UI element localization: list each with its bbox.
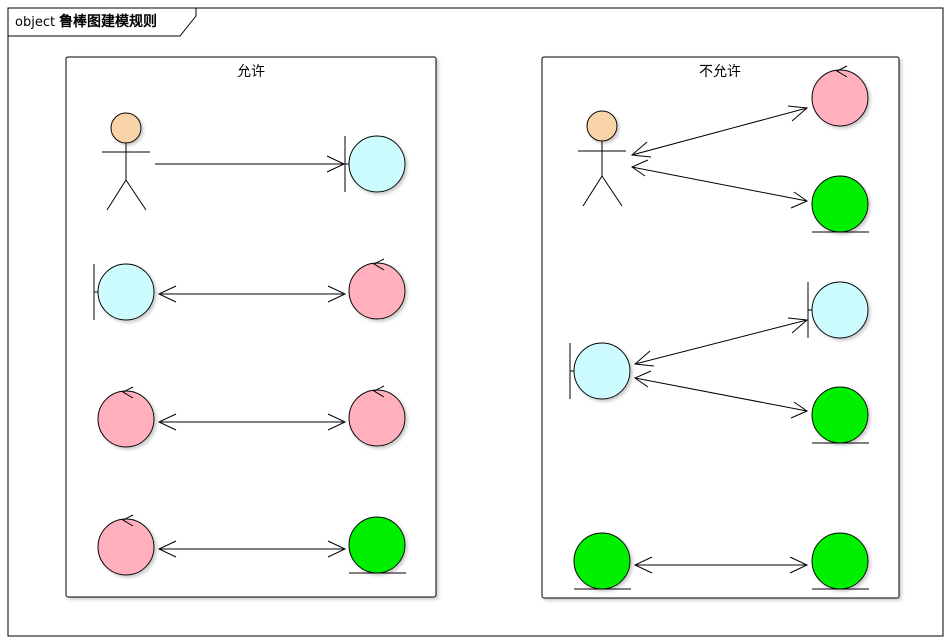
actor-icon[interactable] <box>578 110 626 207</box>
connector-arrow[interactable] <box>155 155 346 173</box>
connector-arrow[interactable] <box>630 105 809 158</box>
entity-icon[interactable] <box>348 516 406 574</box>
not-allowed-box[interactable]: 不允许 <box>541 56 900 599</box>
control-icon[interactable] <box>811 65 869 127</box>
control-icon[interactable] <box>348 385 406 447</box>
connector-arrow[interactable] <box>633 370 809 419</box>
boundary-icon[interactable] <box>807 281 869 339</box>
entity-icon[interactable] <box>573 532 631 590</box>
control-icon[interactable] <box>97 514 155 576</box>
not-allowed-box-title: 不允许 <box>699 64 741 80</box>
frame-title: 鲁棒图建模规则 <box>58 13 157 30</box>
boundary-icon[interactable] <box>569 342 631 400</box>
boundary-icon[interactable] <box>93 263 155 321</box>
entity-icon[interactable] <box>811 175 869 233</box>
actor-icon[interactable] <box>102 112 150 211</box>
frame-keyword: object <box>15 15 55 30</box>
connector-arrow[interactable] <box>157 413 347 431</box>
allowed-box[interactable]: 允许 <box>65 56 437 598</box>
connector-arrow[interactable] <box>633 556 809 574</box>
connector-arrow[interactable] <box>630 159 809 209</box>
control-icon[interactable] <box>97 386 155 448</box>
connector-arrow[interactable] <box>633 317 809 367</box>
entity-icon[interactable] <box>811 386 869 444</box>
connector-arrow[interactable] <box>157 540 347 558</box>
entity-icon[interactable] <box>811 532 869 590</box>
allowed-box-title: 允许 <box>237 64 265 80</box>
frame-tab <box>7 7 197 37</box>
control-icon[interactable] <box>348 258 406 320</box>
connector-arrow[interactable] <box>157 285 347 303</box>
